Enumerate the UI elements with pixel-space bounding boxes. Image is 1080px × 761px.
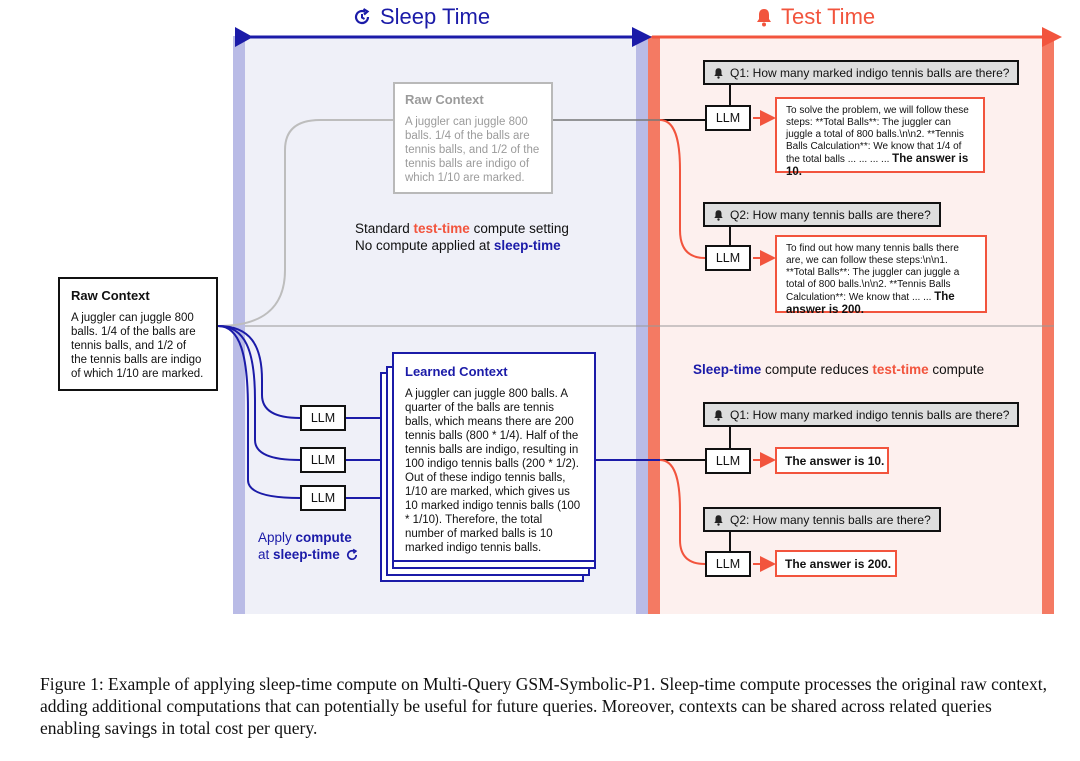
answer-a1-short: The answer is 10. <box>775 447 889 474</box>
apply-l2-bold: sleep-time <box>273 547 340 562</box>
std-l2-pre: No compute applied at <box>355 238 494 253</box>
reduce-mid: compute reduces <box>761 362 873 377</box>
question-q2-top: Q2: How many tennis balls are there? <box>703 202 941 227</box>
blue-fan-3 <box>217 325 301 499</box>
sleep-timeline-end <box>632 27 652 47</box>
llm-label: LLM <box>715 454 741 468</box>
answer-a1-long: To solve the problem, we will follow the… <box>775 97 985 178</box>
bell-icon <box>714 67 723 79</box>
a1-short-text: The answer is 10. <box>785 453 885 468</box>
reduce-post: compute <box>928 362 985 377</box>
learned-context-title: Learned Context <box>405 364 508 379</box>
llm-label: LLM <box>310 491 336 505</box>
apply-l1-bold: compute <box>295 530 352 545</box>
reduce-text: Sleep-time compute reduces test-time com… <box>693 362 984 377</box>
raw-context-grey-box: Raw Context A juggler can juggle 800 bal… <box>393 82 553 194</box>
raw-context-title: Raw Context <box>71 288 150 303</box>
to-q2-llm <box>659 119 706 259</box>
test-band-left <box>648 36 660 614</box>
apply-l1-pre: Apply <box>258 530 296 545</box>
llm-box-test-4: LLM <box>705 551 751 577</box>
a2-short-text: The answer is 200. <box>785 556 892 571</box>
bell-icon <box>714 409 723 421</box>
sleep-timeline-start <box>235 27 253 47</box>
reduce-blue: Sleep-time <box>693 362 762 377</box>
standard-setting-text: Standard test-time compute setting No co… <box>355 220 569 254</box>
learned-context-box: Learned Context A juggler can juggle 800… <box>392 352 596 562</box>
test-band-right <box>1042 36 1054 614</box>
raw-context-grey-body: A juggler can juggle 800 balls. 1/4 of t… <box>405 116 540 184</box>
llm-label: LLM <box>310 453 336 467</box>
figure-caption: Figure 1: Example of applying sleep-time… <box>40 674 1048 738</box>
llm-label: LLM <box>715 251 741 265</box>
answer-a2-long: To find out how many tennis balls there … <box>775 235 987 316</box>
a2-long-text: To find out how many tennis balls there … <box>786 243 960 303</box>
llm-box-test-1: LLM <box>705 105 751 131</box>
llm-box-test-2: LLM <box>705 245 751 271</box>
bell-icon <box>714 514 723 526</box>
grey-path <box>217 119 393 327</box>
sleep-band-right <box>636 36 648 614</box>
apply-compute-text: Apply compute at sleep-time <box>258 529 359 563</box>
sleep-time-title: Sleep Time <box>380 4 491 29</box>
test-time-title: Test Time <box>781 4 876 29</box>
test-timeline-end <box>1042 27 1062 47</box>
llm-box-sleep-3: LLM <box>300 485 346 511</box>
bell-icon <box>714 209 723 221</box>
std-l1-post: compute setting <box>469 221 569 236</box>
q2-text: Q2: How many tennis balls are there? <box>730 512 931 527</box>
std-l1-pre: Standard <box>355 221 414 236</box>
apply-l2-pre: at <box>258 547 274 562</box>
question-q1-bottom: Q1: How many marked indigo tennis balls … <box>703 402 1020 427</box>
llm-label: LLM <box>715 557 741 571</box>
blue-fan-1 <box>217 325 301 419</box>
llm-label: LLM <box>715 111 741 125</box>
answer-a2-short: The answer is 200. <box>775 550 897 577</box>
q1-text: Q1: How many marked indigo tennis balls … <box>730 407 1010 422</box>
q2-text: Q2: How many tennis balls are there? <box>730 207 931 222</box>
sleep-time-header: Sleep Time <box>352 4 490 30</box>
std-l1-red: test-time <box>413 221 470 236</box>
a1-final-text: The answer is 10. <box>786 153 969 178</box>
a1-long-text: To solve the problem, we will follow the… <box>786 105 969 165</box>
question-q2-bottom: Q2: How many tennis balls are there? <box>703 507 941 532</box>
test-time-header: Test Time <box>755 4 875 30</box>
blue-fan-2 <box>217 325 301 461</box>
learned-to-q2-llm <box>659 459 706 565</box>
learned-context-body: A juggler can juggle 800 balls. A quarte… <box>405 388 581 554</box>
std-l2-blue: sleep-time <box>493 238 561 253</box>
reduce-red: test-time <box>872 362 929 377</box>
llm-box-sleep-2: LLM <box>300 447 346 473</box>
llm-box-test-3: LLM <box>705 448 751 474</box>
llm-label: LLM <box>310 411 336 425</box>
raw-context-grey-title: Raw Context <box>405 92 484 107</box>
refresh-clock-icon <box>354 8 370 25</box>
llm-box-sleep-1: LLM <box>300 405 346 431</box>
refresh-clock-icon <box>346 548 358 560</box>
bell-icon <box>757 9 771 27</box>
question-q1-top: Q1: How many marked indigo tennis balls … <box>703 60 1020 85</box>
raw-context-box: Raw Context A juggler can juggle 800 bal… <box>58 277 218 391</box>
raw-context-body: A juggler can juggle 800 balls. 1/4 of t… <box>71 312 204 380</box>
a2-final-text: The answer is 200. <box>786 291 955 316</box>
q1-text: Q1: How many marked indigo tennis balls … <box>730 65 1010 80</box>
